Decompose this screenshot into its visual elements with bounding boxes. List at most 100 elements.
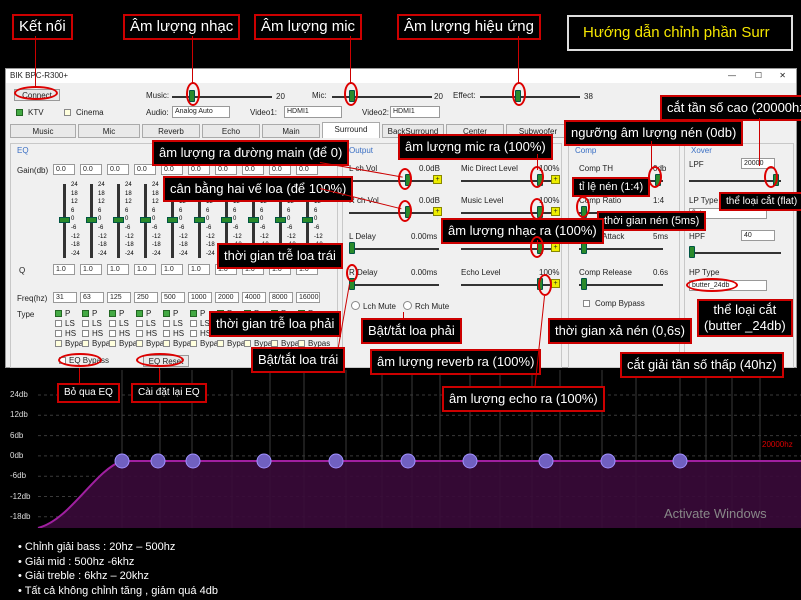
q-input[interactable]: 1.0 [107,264,129,275]
rch-plus-button[interactable]: + [433,207,442,216]
music-level-plus-button[interactable]: + [551,207,560,216]
freq-input[interactable]: 31 [53,292,77,303]
freq-input[interactable]: 125 [107,292,131,303]
type-ls-radio[interactable] [136,320,143,327]
tab-surround[interactable]: Surround [322,122,380,138]
rch-vol-slider[interactable] [349,212,439,214]
eq-node[interactable] [672,453,688,469]
music-level-slider[interactable] [461,212,551,214]
l-delay-thumb[interactable] [349,242,355,254]
freq-input[interactable]: 1000 [188,292,212,303]
mic-slider[interactable] [332,96,432,98]
freq-input[interactable]: 16000 [296,292,320,303]
q-input[interactable]: 1.0 [161,264,183,275]
comp-attack-slider[interactable] [579,248,663,250]
reverb-level-slider[interactable] [461,248,551,250]
q-input[interactable]: 1.0 [80,264,102,275]
rch-mute-radio[interactable] [403,301,412,310]
q-input[interactable]: 1.0 [188,264,210,275]
type-hs-radio[interactable] [55,330,62,337]
type-p-radio[interactable] [55,310,62,317]
tab-reverb[interactable]: Reverb [142,124,200,138]
type-hs-radio[interactable] [190,330,197,337]
minimize-icon[interactable]: — [728,71,736,80]
tab-music[interactable]: Music [10,124,76,138]
mic-direct-plus-button[interactable]: + [551,175,560,184]
comp-release-thumb[interactable] [581,278,587,290]
eq-node[interactable] [328,453,344,469]
freq-input[interactable]: 250 [134,292,158,303]
type-bypass-checkbox[interactable] [55,340,62,347]
r-delay-slider[interactable] [349,284,439,286]
eq-band-thumb[interactable] [59,217,70,223]
eq-band-thumb[interactable] [140,217,151,223]
comp-bypass-checkbox[interactable] [583,300,590,307]
freq-input[interactable]: 8000 [269,292,293,303]
type-bypass-checkbox[interactable] [136,340,143,347]
eq-node[interactable] [600,453,616,469]
gain-input[interactable]: 0.0 [107,164,129,175]
tab-echo[interactable]: Echo [202,124,260,138]
freq-input[interactable]: 63 [80,292,104,303]
audio-select[interactable]: Analog Auto [172,106,230,118]
lch-plus-button[interactable]: + [433,175,442,184]
eq-band-thumb[interactable] [221,217,232,223]
type-ls-radio[interactable] [163,320,170,327]
type-p-radio[interactable] [163,310,170,317]
freq-input[interactable]: 500 [161,292,185,303]
type-ls-radio[interactable] [190,320,197,327]
video1-select[interactable]: HDMI1 [284,106,342,118]
eq-node[interactable] [462,453,478,469]
gain-input[interactable]: 0.0 [80,164,102,175]
type-hs-radio[interactable] [109,330,116,337]
type-p-radio[interactable] [136,310,143,317]
lch-mute-radio[interactable] [351,301,360,310]
tab-main[interactable]: Main [262,124,320,138]
eq-node[interactable] [538,453,554,469]
freq-input[interactable]: 4000 [242,292,266,303]
type-bypass-checkbox[interactable] [217,340,224,347]
hpf-thumb[interactable] [689,246,695,258]
hpf-slider[interactable] [689,252,781,254]
type-bypass-checkbox[interactable] [271,340,278,347]
close-icon[interactable]: ✕ [779,71,786,80]
type-hs-radio[interactable] [163,330,170,337]
comp-release-slider[interactable] [579,284,663,286]
type-bypass-checkbox[interactable] [298,340,305,347]
type-ls-radio[interactable] [82,320,89,327]
eq-node[interactable] [400,453,416,469]
eq-band-thumb[interactable] [86,217,97,223]
reverb-level-plus-button[interactable]: + [551,243,560,252]
echo-level-plus-button[interactable]: + [551,279,560,288]
type-bypass-checkbox[interactable] [163,340,170,347]
type-hs-radio[interactable] [136,330,143,337]
lch-vol-slider[interactable] [349,180,439,182]
eq-band-thumb[interactable] [275,217,286,223]
ktv-checkbox[interactable] [16,109,23,116]
eq-band-thumb[interactable] [167,217,178,223]
tab-mic[interactable]: Mic [78,124,140,138]
type-p-radio[interactable] [82,310,89,317]
type-bypass-checkbox[interactable] [190,340,197,347]
type-p-radio[interactable] [109,310,116,317]
eq-band-thumb[interactable] [248,217,259,223]
music-slider[interactable] [172,96,272,98]
eq-node[interactable] [150,453,166,469]
type-hs-radio[interactable] [82,330,89,337]
eq-node[interactable] [114,453,130,469]
hpf-input[interactable]: 40 [741,230,775,241]
type-bypass-checkbox[interactable] [82,340,89,347]
type-bypass-checkbox[interactable] [244,340,251,347]
lpf-input[interactable]: 20000 [741,158,775,169]
eq-band-thumb[interactable] [113,217,124,223]
gain-input[interactable]: 0.0 [53,164,75,175]
eq-node[interactable] [185,453,201,469]
type-p-radio[interactable] [190,310,197,317]
mic-direct-slider[interactable] [461,180,551,182]
video2-select[interactable]: HDMI1 [390,106,440,118]
l-delay-slider[interactable] [349,248,439,250]
cinema-checkbox[interactable] [64,109,71,116]
maximize-icon[interactable]: ☐ [754,71,762,80]
type-ls-radio[interactable] [55,320,62,327]
lpf-slider[interactable] [689,180,781,182]
